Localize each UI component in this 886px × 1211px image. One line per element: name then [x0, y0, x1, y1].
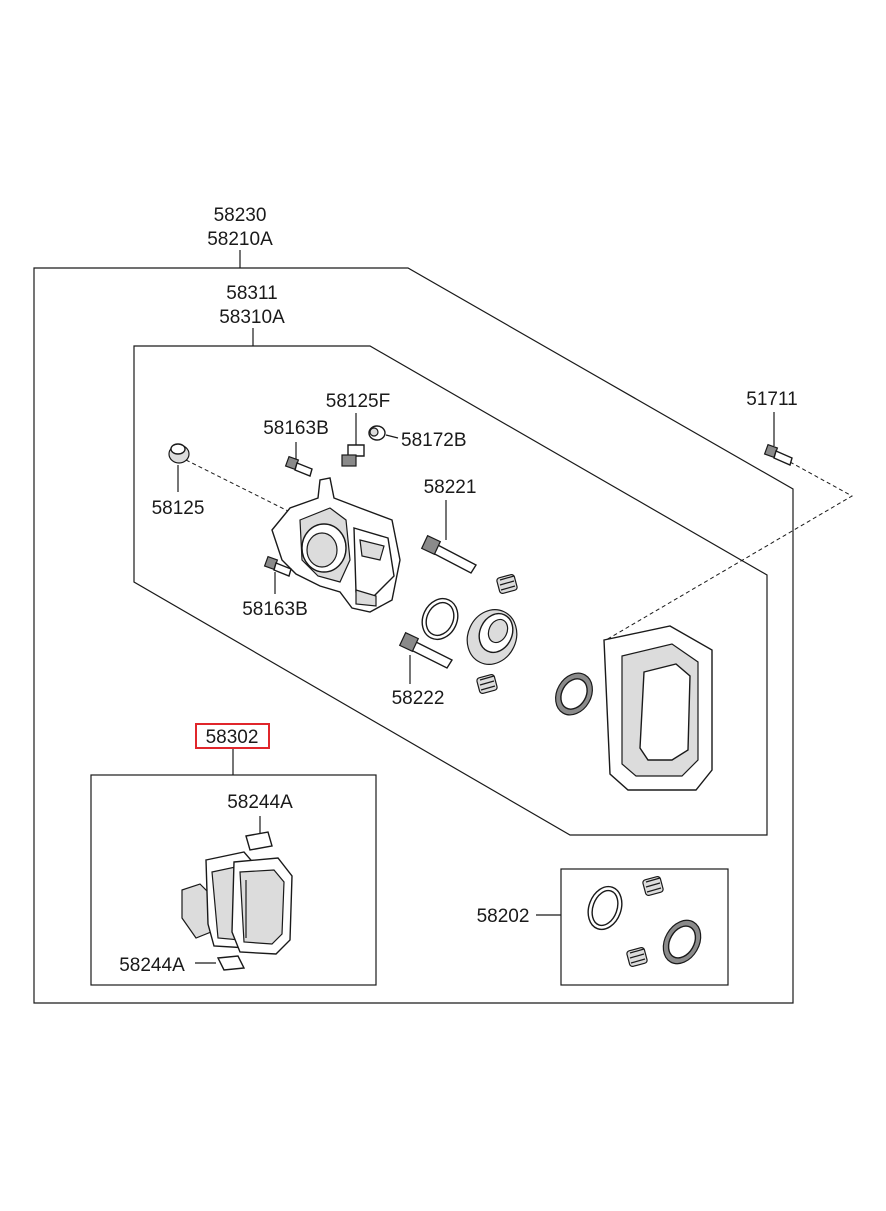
- guide-pin-upper-icon: [420, 500, 477, 574]
- guide-pin-lower-icon: [398, 631, 454, 684]
- caliper-housing-icon: [271, 477, 401, 613]
- label-assembly-a[interactable]: 58230: [214, 205, 267, 226]
- label-pad-kit[interactable]: 58302: [206, 727, 259, 748]
- seal-kit-items-icon: [587, 876, 702, 967]
- caliper-frame: [133, 345, 768, 836]
- spring-upper-icon: [496, 574, 518, 594]
- piston-icon: [466, 609, 518, 665]
- label-boot[interactable]: 58125: [152, 498, 205, 519]
- label-guide-pin-upper[interactable]: 58221: [424, 477, 477, 498]
- brake-pads-icon: [181, 851, 293, 955]
- bolt-top-icon: [284, 442, 313, 477]
- boot-icon: [168, 443, 190, 492]
- spring-lower-icon: [476, 674, 498, 694]
- shim-lower-icon: [195, 955, 246, 971]
- label-bolt-lower[interactable]: 58163B: [242, 599, 308, 620]
- bolt-lower-icon: [263, 555, 292, 594]
- seal-kit-frame: [560, 868, 729, 986]
- label-shim-upper[interactable]: 58244A: [227, 792, 293, 813]
- caliper-bracket-icon: [603, 625, 713, 791]
- label-caliper-a[interactable]: 58311: [226, 283, 277, 304]
- bleeder-cap-icon: [368, 425, 399, 441]
- o-ring-icon: [421, 597, 459, 641]
- pad-kit-highlight: [195, 723, 270, 749]
- shim-upper-icon: [245, 816, 273, 851]
- label-bolt-right[interactable]: 51711: [746, 389, 797, 410]
- label-bolt-top[interactable]: 58163B: [263, 418, 329, 439]
- label-caliper-b[interactable]: 58310A: [219, 307, 285, 328]
- piston-seal-icon: [555, 672, 593, 716]
- label-seal-kit[interactable]: 58202: [477, 906, 530, 927]
- bleeder-screw-icon: [341, 413, 365, 467]
- label-bleeder[interactable]: 58125F: [326, 391, 390, 412]
- mounting-bolt-icon: [763, 412, 793, 466]
- label-assembly-b[interactable]: 58210A: [207, 229, 273, 250]
- label-shim-lower[interactable]: 58244A: [119, 955, 185, 976]
- label-guide-pin-lower[interactable]: 58222: [392, 688, 445, 709]
- label-cap[interactable]: 58172B: [401, 430, 467, 451]
- assembly-frame: [33, 267, 794, 1004]
